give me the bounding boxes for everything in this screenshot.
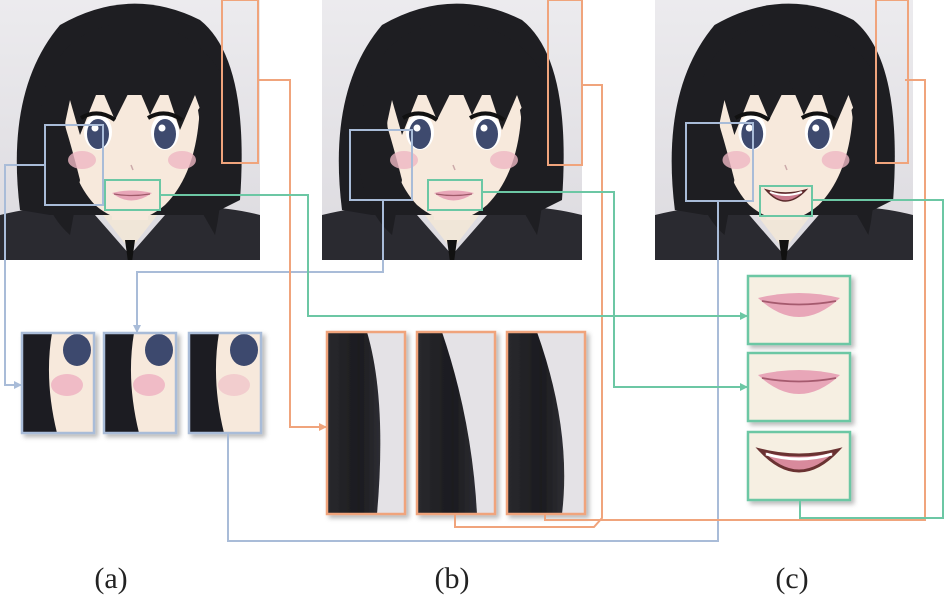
eye-highlight — [413, 124, 421, 132]
hair-side-right — [848, 100, 874, 235]
mouth-crop-c — [746, 430, 852, 502]
nose — [452, 164, 456, 171]
nose — [130, 164, 134, 171]
cheek-crop-frame — [20, 331, 96, 435]
panel-label-c: (c) — [775, 562, 809, 595]
blush-right — [490, 151, 518, 169]
hair-box-b — [547, 0, 583, 166]
mouth-box-a — [104, 179, 161, 211]
mouth-box-b — [427, 179, 483, 211]
mouth-crop-line — [761, 300, 837, 306]
connector-mouth-a — [160, 194, 748, 317]
cheek-box-b — [349, 129, 413, 201]
eye-lash — [146, 111, 184, 122]
connector-cheek-a — [4, 164, 45, 386]
mouth-box-c — [759, 185, 813, 217]
panel-label-b: (b) — [434, 562, 470, 595]
cheek-crop-eye — [145, 334, 173, 366]
cheek-crop-a — [20, 331, 96, 435]
eye-lash — [401, 111, 439, 122]
blush-left — [68, 151, 96, 169]
cheek-crop-eye — [230, 334, 258, 366]
eye-iris — [807, 119, 830, 149]
connector-hair-b — [454, 84, 603, 528]
hair-crop-c — [505, 330, 587, 516]
blush-left — [722, 151, 751, 169]
teeth — [769, 191, 803, 196]
hair-bangs — [694, 23, 879, 170]
nose — [784, 164, 788, 171]
cheek-crop-blush — [218, 374, 250, 396]
cheek-box-a — [44, 124, 104, 206]
eye-lash — [734, 111, 771, 122]
cheek-crop-b — [102, 331, 178, 435]
connector-mouth-b — [482, 191, 748, 388]
mouth-crop-a — [746, 274, 852, 346]
cheek-crop-hair — [22, 333, 57, 433]
mouth-crop-b — [746, 351, 852, 423]
cheek-crop-frame — [187, 331, 263, 435]
connector-cheek-b — [136, 200, 384, 333]
hair-crop-a — [325, 330, 407, 516]
cheek-crop-blush — [51, 374, 83, 396]
hair-crop-b — [415, 330, 497, 516]
hair-side-left — [356, 110, 402, 235]
eye-iris — [87, 119, 109, 149]
connector-mouth-a-arrowhead — [740, 312, 748, 320]
connector-hair-a-arrowhead — [319, 423, 327, 431]
hair-side-right — [195, 100, 221, 235]
connector-cheek-a-arrowhead — [14, 381, 22, 389]
hair-crop-frame — [325, 330, 407, 516]
connector-hair-a — [258, 79, 327, 428]
connector-hair-c — [544, 79, 926, 521]
eye-lash — [800, 111, 837, 122]
tie — [779, 240, 789, 260]
eye-lash — [79, 111, 117, 122]
connector-mouth-b-arrowhead — [740, 383, 748, 391]
hair-box-a — [221, 0, 259, 164]
hair-box-c — [875, 0, 909, 164]
tie — [447, 240, 457, 260]
eye-highlight — [480, 124, 488, 132]
hair-side-left — [689, 110, 735, 235]
eye-highlight — [812, 124, 820, 132]
hair-bangs — [40, 23, 225, 170]
cheek-crop-frame — [102, 331, 178, 435]
blush-right — [821, 151, 850, 169]
hair-bangs — [362, 23, 547, 170]
cheek-crop-c — [187, 331, 263, 435]
cheek-crop-eye — [63, 334, 91, 366]
cheek-box-c — [685, 122, 754, 202]
eye-highlight — [158, 124, 166, 132]
eye-lash — [468, 111, 506, 122]
eye-iris — [154, 119, 176, 149]
hair-crop-strands — [417, 332, 477, 514]
hair-crop-strands — [507, 332, 565, 514]
connector-mouth-c — [799, 199, 944, 519]
portrait-a — [0, 0, 260, 260]
blush-left — [390, 151, 418, 169]
eye-highlight — [91, 124, 99, 132]
hair-side-right — [517, 100, 543, 235]
hair-crop-strands — [327, 332, 381, 514]
mouth-line — [113, 193, 151, 197]
mouth-crop-frame — [746, 274, 852, 346]
cheek-crop-hair — [189, 333, 224, 433]
cheek-crop-blush — [133, 374, 165, 396]
cheek-crop-hair — [104, 333, 139, 433]
mouth-crop-teeth — [765, 452, 833, 461]
panel-label-a: (a) — [94, 562, 128, 595]
portrait-c — [655, 0, 913, 260]
eye-highlight — [745, 124, 753, 132]
connector-cheek-b-arrowhead — [133, 325, 141, 333]
eye-iris — [476, 119, 498, 149]
blush-right — [168, 151, 196, 169]
tie — [125, 240, 135, 260]
mouth-crop-line — [761, 377, 837, 383]
connector-cheek-c — [227, 200, 719, 542]
mouth-line — [435, 193, 473, 197]
